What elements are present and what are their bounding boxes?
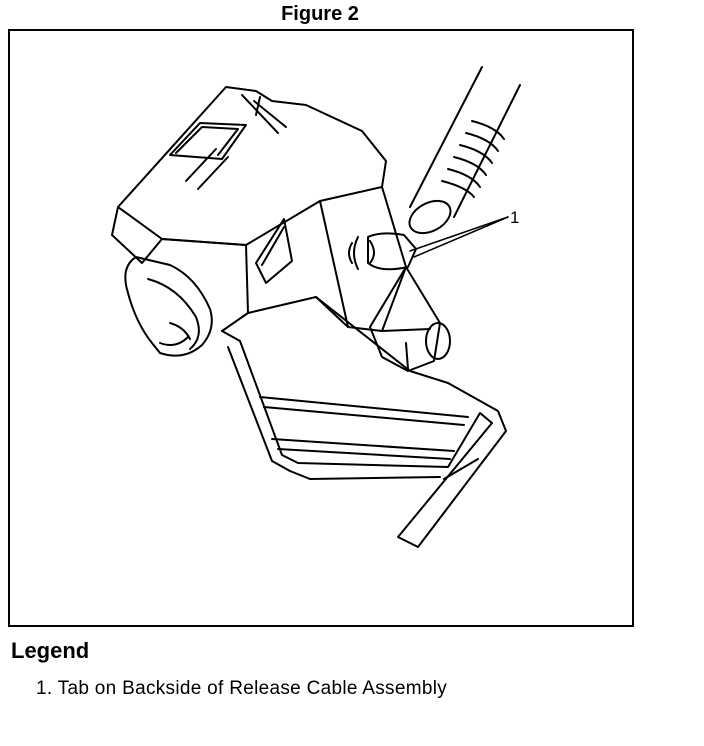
release-cable	[408, 66, 521, 235]
figure-frame: 1	[8, 29, 634, 627]
callout-1: 1	[409, 208, 519, 258]
legend-heading: Legend	[11, 638, 90, 663]
legend-list: 1. Tab on Backside of Release Cable Asse…	[36, 677, 447, 701]
release-cable-illustration: 1	[111, 66, 521, 548]
legend-item: 1. Tab on Backside of Release Cable Asse…	[36, 678, 448, 699]
callout-1-label: 1	[510, 208, 519, 227]
cable-tray	[221, 296, 507, 548]
connector-housing	[111, 86, 451, 372]
figure-title: Figure 2	[281, 3, 359, 25]
